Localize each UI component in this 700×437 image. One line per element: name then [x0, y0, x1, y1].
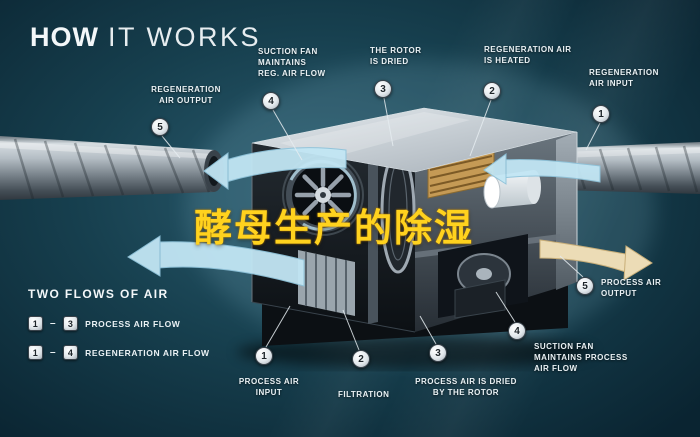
title-light: IT WORKS: [107, 22, 261, 52]
page-title: HOW IT WORKS: [30, 22, 261, 53]
process-suction-fan: [438, 234, 528, 319]
callout-badge-air-heated: 2: [483, 82, 501, 100]
callout-lines: [161, 97, 601, 351]
legend-badge-to: 3: [63, 316, 79, 331]
label-air-heated: REGENERATION AIR IS HEATED: [484, 45, 572, 66]
callout-badge-rotor-dried: 3: [374, 80, 392, 98]
legend-two-flows: TWO FLOWS OF AIR 1 – 3 PROCESS AIR FLOW …: [28, 287, 210, 374]
label-process-air-output: PROCESS AIR OUTPUT: [601, 278, 662, 299]
label-suction-fan-reg: SUCTION FAN MAINTAINS REG. AIR FLOW: [258, 47, 326, 79]
legend-badge-from: 1: [28, 345, 43, 360]
legend-row-regeneration: 1 – 4 REGENERATION AIR FLOW: [28, 345, 210, 360]
callout-badge-process-air-input: 1: [255, 347, 273, 365]
legend-title: TWO FLOWS OF AIR: [28, 287, 169, 301]
callout-badge-regeneration-air-output: 5: [151, 118, 169, 136]
label-filtration: FILTRATION: [338, 390, 390, 399]
legend-label-regeneration: REGENERATION AIR FLOW: [85, 347, 210, 358]
title-bold: HOW: [30, 22, 99, 52]
callout-badge-regeneration-air-input: 1: [592, 105, 610, 123]
legend-label-process: PROCESS AIR FLOW: [85, 318, 181, 329]
callout-badge-filtration: 2: [352, 350, 370, 368]
left-duct: [0, 136, 224, 200]
label-regeneration-air-input: REGENERATION AIR INPUT: [589, 68, 659, 89]
filter: [298, 250, 355, 316]
legend-badge-from: 1: [28, 316, 43, 331]
legend-badge-to: 4: [63, 345, 79, 360]
legend-dash: –: [50, 347, 57, 358]
callout-badge-suction-fan-reg: 4: [262, 92, 280, 110]
legend-dash: –: [50, 318, 57, 329]
label-process-air-input: PROCESS AIR INPUT: [238, 377, 300, 398]
process-air-output-flow: [539, 239, 653, 281]
label-rotor-dried: THE ROTOR IS DRIED: [370, 46, 422, 67]
callout-badge-process-air-dried: 3: [429, 344, 447, 362]
regeneration-air-flow: [127, 147, 601, 287]
chinese-watermark: 酵母生产的除湿: [194, 208, 475, 250]
airflow-ribbons: [127, 147, 653, 287]
label-regeneration-air-output: REGENERATION AIR OUTPUT: [151, 85, 221, 106]
label-suction-fan-process: SUCTION FAN MAINTAINS PROCESS AIR FLOW: [534, 342, 628, 374]
label-process-air-dried: PROCESS AIR IS DRIED BY THE ROTOR: [415, 377, 517, 398]
legend-row-process: 1 – 3 PROCESS AIR FLOW: [28, 316, 210, 331]
callout-badge-suction-fan-process: 4: [508, 322, 526, 340]
callout-badge-process-air-output: 5: [576, 277, 594, 295]
